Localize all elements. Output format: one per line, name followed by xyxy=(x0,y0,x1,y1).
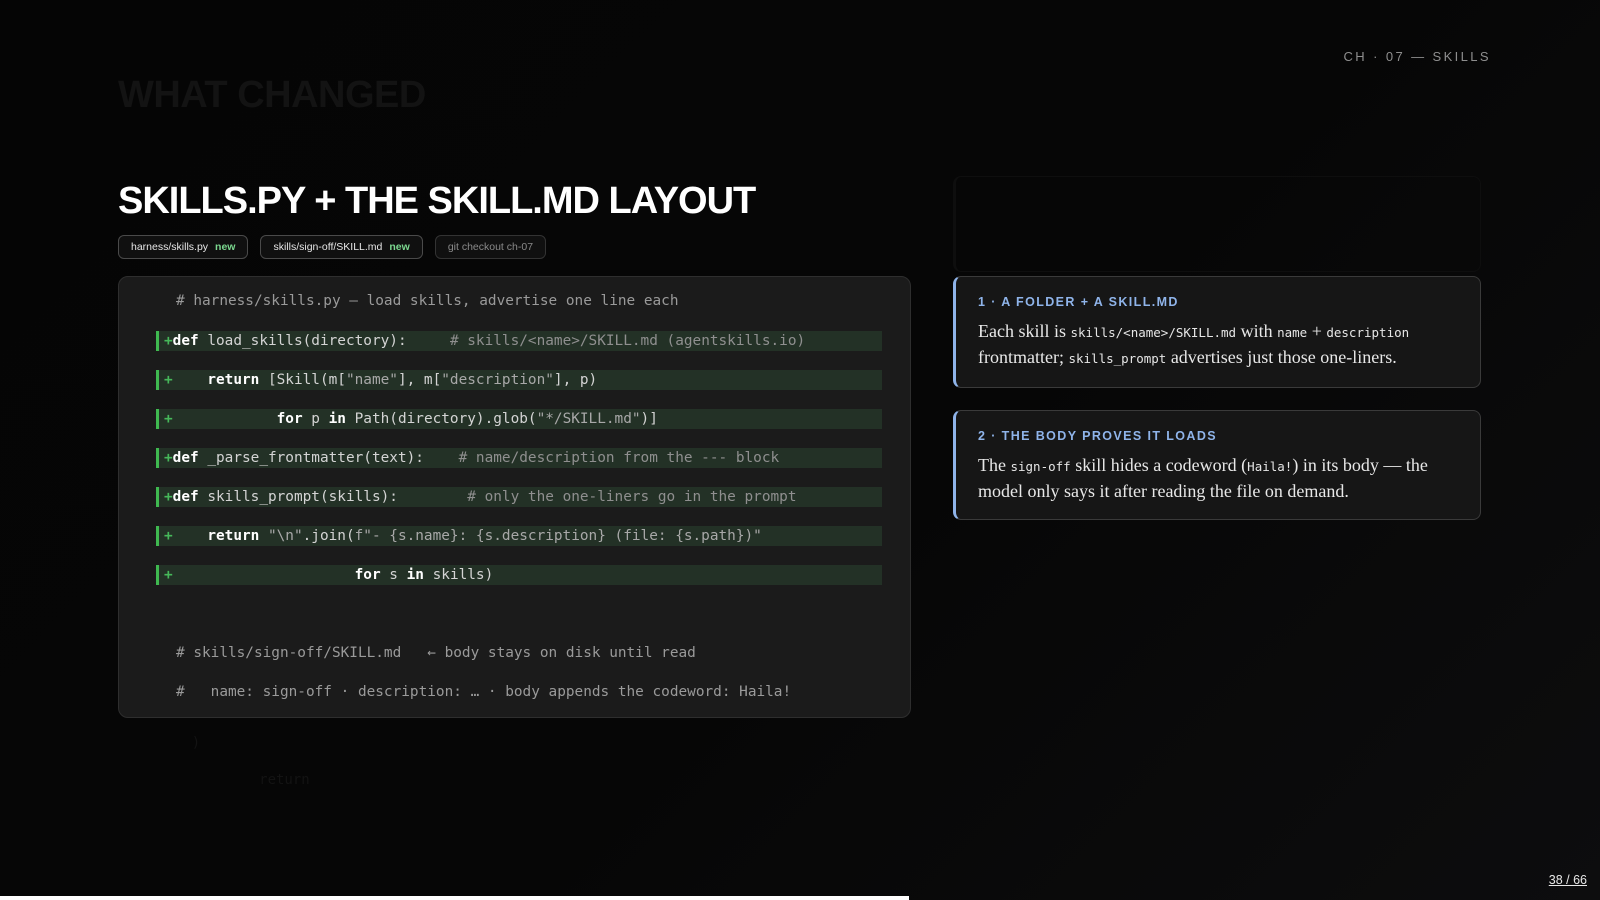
slide-title: SKILLS.PY + THE SKILL.MD LAYOUT xyxy=(118,180,756,222)
code-header-comment: # harness/skills.py — load skills, adver… xyxy=(176,293,679,309)
text: frontmatter; xyxy=(978,347,1069,367)
code-text: s xyxy=(380,567,407,583)
ghost-previous-subtitle xyxy=(120,136,124,151)
code-keyword: in xyxy=(328,411,346,427)
code-spacing xyxy=(424,450,459,466)
ghost-code-line: return xyxy=(158,772,386,788)
ghost-previous-title: WHAT CHANGED xyxy=(118,74,426,116)
code-indent xyxy=(173,411,277,427)
code-panel: # harness/skills.py — load skills, adver… xyxy=(118,276,911,718)
card-body: The sign-off skill hides a codeword (Hai… xyxy=(978,453,1458,503)
ghost-previous-card xyxy=(953,176,1481,272)
text: The xyxy=(978,455,1011,475)
code-comment: # skills/<name>/SKILL.md (agentskills.io… xyxy=(449,333,806,349)
code-line-added: +def load_skills(directory): # skills/<n… xyxy=(156,331,882,351)
code-spacing xyxy=(407,333,450,349)
card-label: 1 · A FOLDER + A SKILL.MD xyxy=(978,295,1179,309)
code-string: "name" xyxy=(345,372,398,388)
ghost-code-line: ) xyxy=(158,735,201,751)
code-keyword: return xyxy=(207,528,260,544)
progress-bar xyxy=(0,896,909,900)
code-footer-comment: # skills/sign-off/SKILL.md ← body stays … xyxy=(176,645,696,661)
git-checkout-chip: git checkout ch-07 xyxy=(434,235,547,259)
diff-add-marker: + xyxy=(164,450,173,466)
chip-new-tag: new xyxy=(215,241,236,253)
code-text: ], p) xyxy=(553,372,598,388)
code-keyword: def xyxy=(172,333,199,349)
diff-add-marker: + xyxy=(164,372,173,388)
code-indent xyxy=(173,372,208,388)
code-text: ], m[ xyxy=(397,372,442,388)
code-keyword: for xyxy=(354,567,381,583)
chip-label: skills/sign-off/SKILL.md xyxy=(273,241,383,253)
code-string: "description" xyxy=(441,372,554,388)
chip-label: harness/skills.py xyxy=(131,241,209,253)
code-keyword: in xyxy=(406,567,424,583)
card-folder-skill-md: 1 · A FOLDER + A SKILL.MD Each skill is … xyxy=(953,276,1481,388)
inline-code: Haila! xyxy=(1247,459,1293,474)
code-line-added: + for p in Path(directory).glob("*/SKILL… xyxy=(156,409,882,429)
diff-add-marker: + xyxy=(164,489,173,505)
chapter-label: CH · 07 — SKILLS xyxy=(1343,49,1491,64)
code-line-added: +def skills_prompt(skills): # only the o… xyxy=(156,487,882,507)
code-footer-comment: # name: sign-off · description: … · body… xyxy=(176,684,792,700)
code-line-added: + return [Skill(m["name"], m["descriptio… xyxy=(156,370,882,390)
inline-code: description xyxy=(1326,325,1410,340)
code-text: skills_prompt(skills): xyxy=(198,489,398,505)
code-line-added: + return "\n".join(f"- {s.name}: {s.desc… xyxy=(156,526,882,546)
code-line-added: +def _parse_frontmatter(text): # name/de… xyxy=(156,448,882,468)
code-string: f"- {s.name}: {s.description} (file: {s.… xyxy=(354,528,762,544)
text: Each skill is xyxy=(978,321,1071,341)
code-line-added: + for s in skills) xyxy=(156,565,882,585)
code-text xyxy=(259,528,268,544)
code-text: )] xyxy=(640,411,658,427)
code-keyword: def xyxy=(172,450,199,466)
inline-code: name xyxy=(1277,325,1308,340)
code-text: .join( xyxy=(302,528,355,544)
diff-add-marker: + xyxy=(164,567,173,583)
slide-pager[interactable]: 38 / 66 xyxy=(1548,873,1587,887)
diff-add-marker: + xyxy=(164,333,173,349)
code-comment: # name/description from the --- block xyxy=(458,450,780,466)
file-chips: harness/skills.py new skills/sign-off/SKI… xyxy=(118,235,547,259)
file-chip-skills-py: harness/skills.py new xyxy=(118,235,249,259)
code-text: Path(directory).glob( xyxy=(345,411,537,427)
inline-code: sign-off xyxy=(1010,459,1071,474)
code-text: [Skill(m[ xyxy=(259,372,346,388)
text: ) in its body — the model only says it a… xyxy=(978,455,1428,501)
code-text: load_skills(directory): xyxy=(198,333,407,349)
text: skill hides a codeword ( xyxy=(1070,455,1248,475)
inline-code: skills_prompt xyxy=(1068,351,1167,366)
card-body-proves-loads: 2 · THE BODY PROVES IT LOADS The sign-of… xyxy=(953,410,1481,520)
code-string: "\n" xyxy=(267,528,303,544)
chip-label: git checkout ch-07 xyxy=(447,241,534,253)
text: advertises just those one-liners. xyxy=(1166,347,1397,367)
file-chip-skill-md: skills/sign-off/SKILL.md new xyxy=(260,235,423,259)
code-spacing xyxy=(398,489,467,505)
chip-new-tag: new xyxy=(389,241,410,253)
code-keyword: for xyxy=(276,411,303,427)
text: with xyxy=(1236,321,1278,341)
code-text: p xyxy=(302,411,329,427)
diff-add-marker: + xyxy=(164,528,173,544)
card-label: 2 · THE BODY PROVES IT LOADS xyxy=(978,429,1217,443)
code-keyword: return xyxy=(207,372,260,388)
code-string: "*/SKILL.md" xyxy=(536,411,641,427)
code-text: _parse_frontmatter(text): xyxy=(198,450,424,466)
code-comment: # only the one-liners go in the prompt xyxy=(467,489,797,505)
code-text: skills) xyxy=(423,567,494,583)
card-body: Each skill is skills/<name>/SKILL.md wit… xyxy=(978,319,1458,371)
code-indent xyxy=(173,528,208,544)
text: + xyxy=(1307,321,1327,341)
inline-code: skills/<name>/SKILL.md xyxy=(1070,325,1237,340)
diff-add-marker: + xyxy=(164,411,173,427)
code-indent xyxy=(173,567,355,583)
code-keyword: def xyxy=(172,489,199,505)
